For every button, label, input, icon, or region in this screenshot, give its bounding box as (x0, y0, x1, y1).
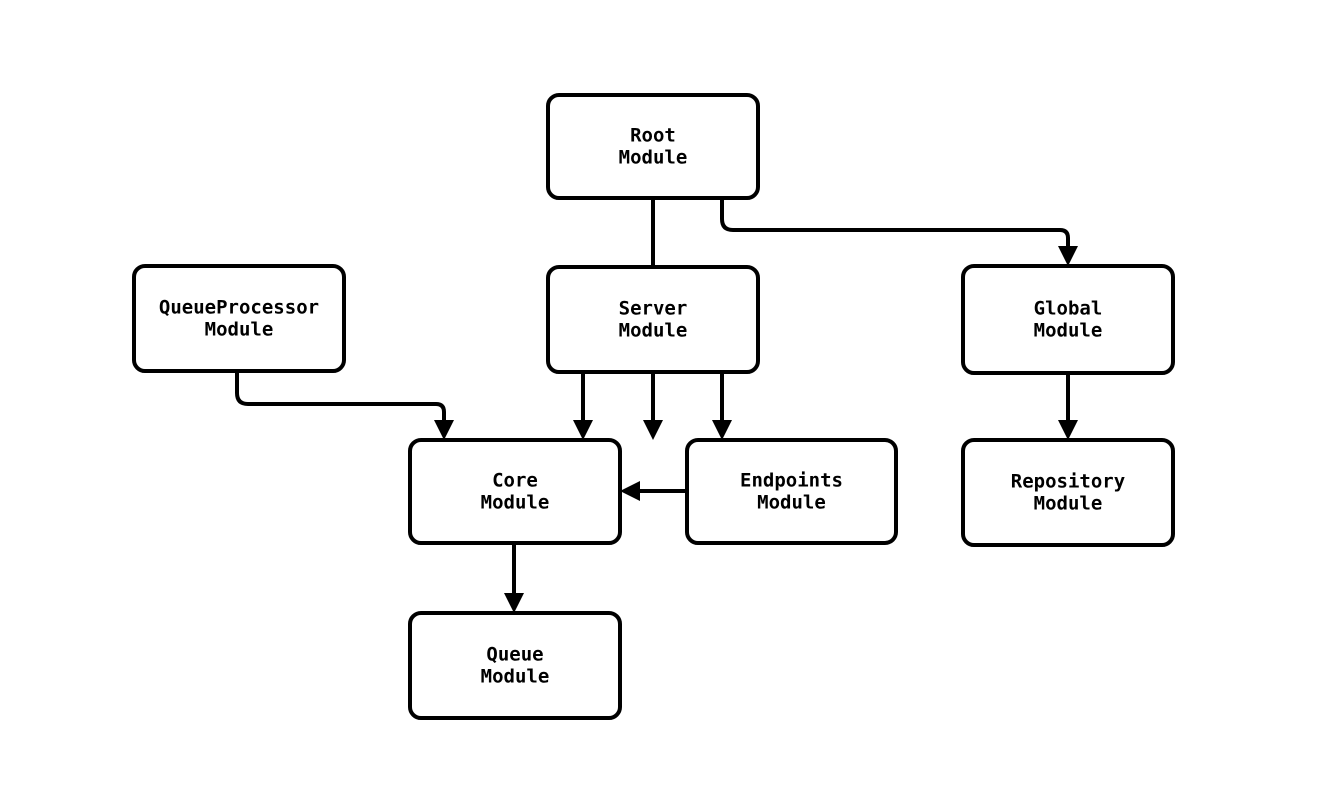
edge-root-to-global (720, 198, 1078, 266)
node-label-line2: Module (481, 665, 550, 687)
edge-queueprocessor-to-core (235, 371, 454, 440)
node-label-line1: Root (630, 124, 676, 146)
edge-server-to-core (573, 372, 593, 440)
node-box[interactable] (408, 611, 622, 720)
edge-layer (235, 198, 1078, 613)
node-box[interactable] (546, 265, 760, 374)
node-label-line1: Repository (1011, 470, 1125, 492)
node-label-line2: Module (619, 146, 688, 168)
node-label-line1: Global (1034, 297, 1103, 319)
node-label-line1: Endpoints (740, 469, 843, 491)
node-box[interactable] (961, 264, 1175, 375)
edge-line (720, 198, 1070, 246)
arrow-head-icon (434, 420, 454, 440)
node-box[interactable] (685, 438, 898, 545)
arrow-head-icon (504, 593, 524, 613)
edge-core-to-queue (504, 543, 524, 613)
node-label-line1: Server (619, 297, 688, 319)
node-label-line2: Module (205, 318, 274, 340)
node-label-line2: Module (481, 491, 550, 513)
node-box[interactable] (961, 438, 1175, 547)
node-label-line1: Queue (486, 643, 543, 665)
node-label-line2: Module (619, 319, 688, 341)
node-box[interactable] (132, 264, 346, 373)
arrow-head-icon (1058, 420, 1078, 440)
arrow-head-icon (620, 481, 640, 501)
arrow-head-icon (712, 420, 732, 440)
arrow-head-icon (573, 420, 593, 440)
arrow-head-icon (1058, 246, 1078, 266)
edge-line (235, 371, 446, 420)
edge-global-to-repository (1058, 373, 1078, 440)
node-box[interactable] (546, 93, 760, 200)
arrow-head-icon (643, 420, 663, 440)
edge-endpoints-to-core (620, 481, 687, 501)
node-label-line2: Module (757, 491, 826, 513)
node-label-line2: Module (1034, 492, 1103, 514)
node-label-line2: Module (1034, 319, 1103, 341)
node-label-line1: Core (492, 469, 538, 491)
node-box[interactable] (408, 438, 622, 545)
node-label-line1: QueueProcessor (159, 296, 319, 318)
edge-server-to-endpoints (712, 372, 732, 440)
